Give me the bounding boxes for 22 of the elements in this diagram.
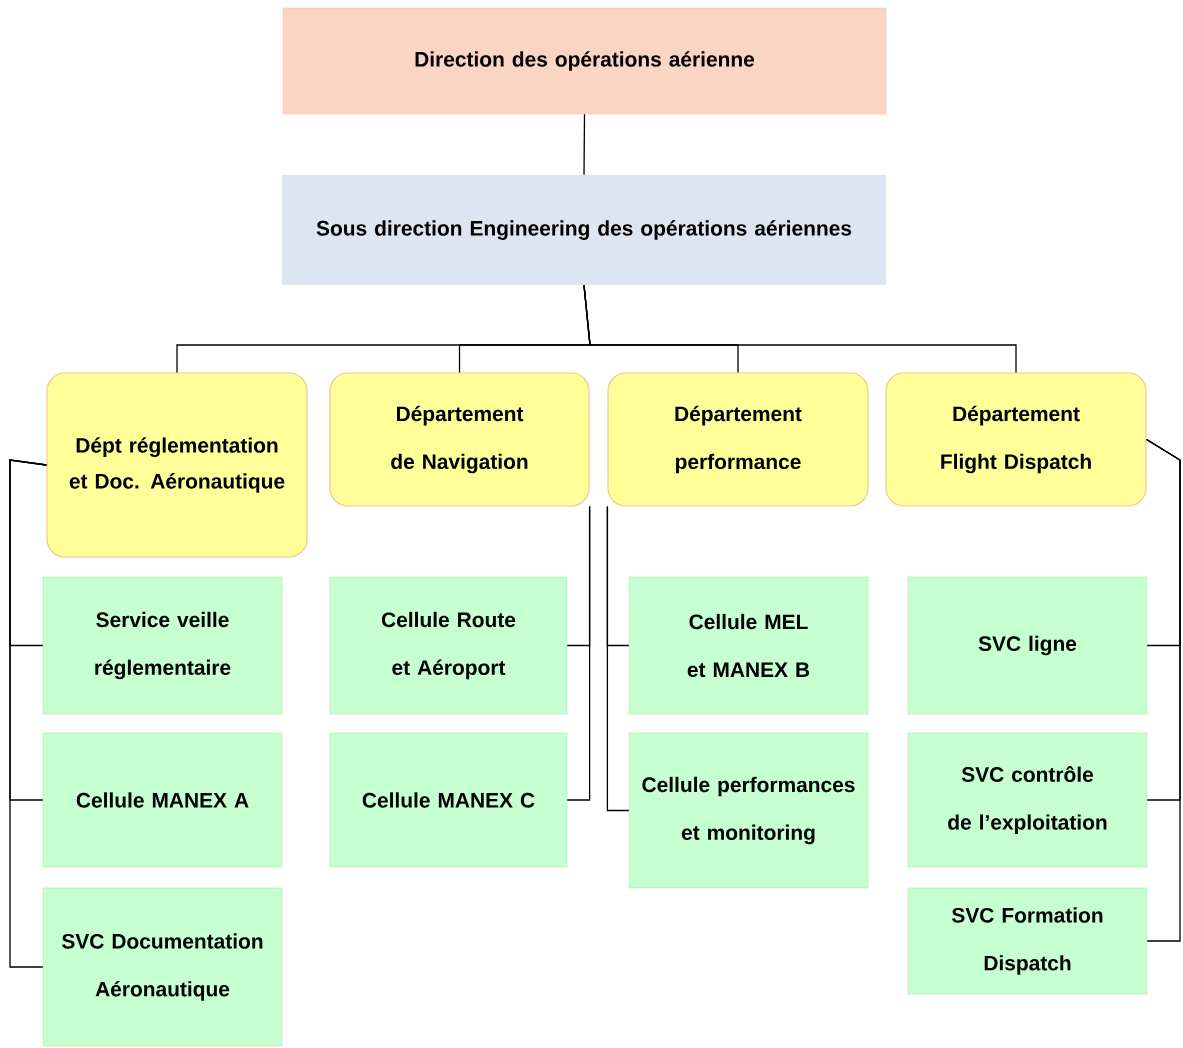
department-box: Département Flight Dispatch — [885, 372, 1147, 507]
title-box: Direction des opérations aérienne — [282, 7, 887, 115]
connector-line — [606, 505, 630, 812]
connector-line — [583, 284, 1017, 374]
subdirection-box: Sous direction Engineering des opérations aériennes — [282, 175, 886, 285]
unit-box: SVC ligne — [907, 576, 1148, 715]
department-box: Département performance — [607, 372, 869, 507]
department-box: Département de Navigation — [329, 372, 590, 507]
unit-box: SVC Formation Dispatch — [907, 887, 1148, 995]
connector-line — [583, 113, 586, 176]
connector-line — [1145, 438, 1181, 942]
unit-box: Cellule MEL et MANEX B — [628, 576, 869, 715]
unit-box: Cellule performances et monitoring — [628, 732, 869, 889]
unit-box: Service veille réglementaire — [42, 576, 283, 715]
connector-line — [9, 459, 48, 968]
unit-box: Cellule Route et Aéroport — [329, 576, 568, 715]
unit-box: Cellule MANEX A — [42, 732, 283, 868]
unit-box: SVC contrôle de l’exploitation — [907, 732, 1148, 868]
unit-box: SVC Documentation Aéronautique — [42, 887, 283, 1047]
unit-box: Cellule MANEX C — [329, 732, 568, 868]
department-box: Dépt réglementation et Doc. Aéronautique — [46, 372, 308, 558]
connector-line — [566, 505, 591, 801]
